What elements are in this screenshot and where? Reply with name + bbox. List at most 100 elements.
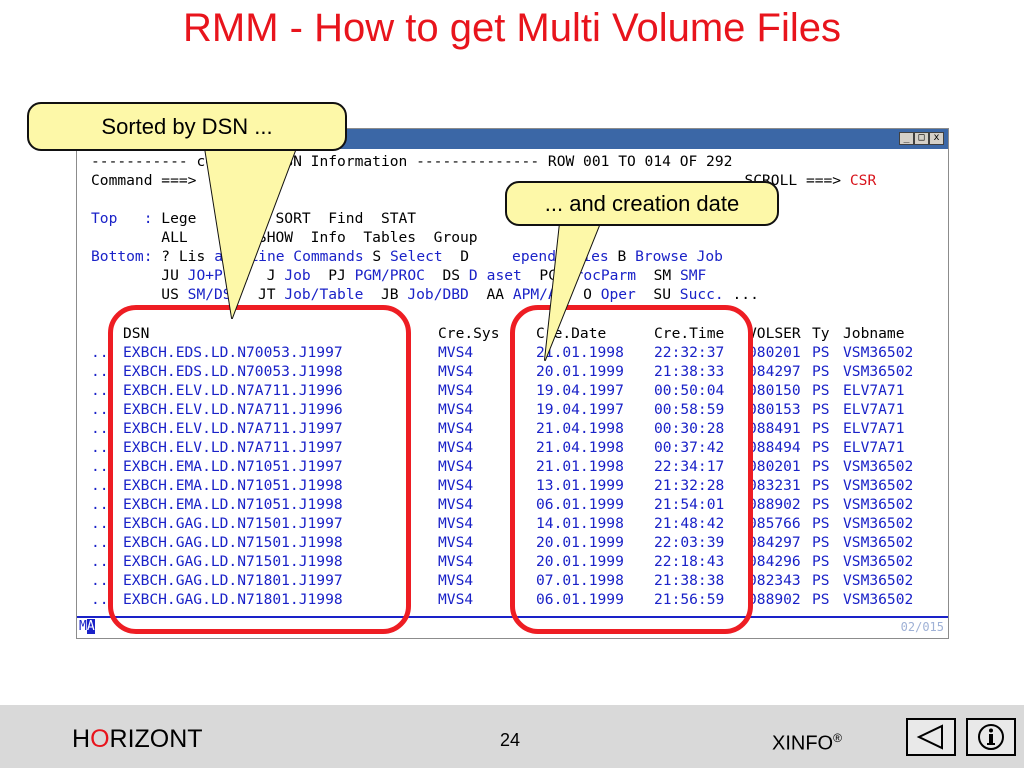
cell-cre-date: 21.04.1998 <box>536 439 624 456</box>
cell-ty: PS <box>812 382 830 399</box>
row-line-command[interactable]: .. <box>91 382 109 399</box>
cell-dsn[interactable]: EXBCH.ELV.LD.N7A711.J1996 <box>123 401 343 418</box>
row-line-command[interactable]: .. <box>91 496 109 513</box>
callout-sorted-by-dsn: Sorted by DSN ... <box>27 102 347 151</box>
cell-dsn[interactable]: EXBCH.GAG.LD.N71501.J1997 <box>123 515 343 532</box>
b3-j: A <box>495 286 513 303</box>
cell-dsn[interactable]: EXBCH.EDS.LD.N70053.J1997 <box>123 344 343 361</box>
cell-cre-sys: MVS4 <box>438 363 474 380</box>
cell-dsn[interactable]: EXBCH.ELV.LD.N7A711.J1996 <box>123 382 343 399</box>
cell-ty: PS <box>812 496 830 513</box>
b3-e[interactable]: Job/Table <box>284 286 364 303</box>
b3-m[interactable]: Oper <box>600 286 636 303</box>
cell-dsn[interactable]: EXBCH.EMA.LD.N71051.J1998 <box>123 477 343 494</box>
bottom-label: Bottom: <box>91 248 162 265</box>
bottom-browse-job[interactable]: Browse Job <box>635 248 723 265</box>
b3-l: O <box>565 286 601 303</box>
cell-cre-date: 07.01.1998 <box>536 572 624 589</box>
row-line-command[interactable]: .. <box>91 420 109 437</box>
row-line-command[interactable]: .. <box>91 439 109 456</box>
cell-jobname: VSM36502 <box>843 591 914 608</box>
cell-jobname: VSM36502 <box>843 496 914 513</box>
callout-creation-date: ... and creation date <box>505 181 779 226</box>
top-commands[interactable]: Lege SAVE SORT Find STAT <box>161 210 417 227</box>
b2-c[interactable]: +Proc <box>205 267 250 284</box>
b2-b[interactable]: JO <box>187 267 206 284</box>
cell-dsn[interactable]: EXBCH.GAG.LD.N71801.J1997 <box>123 572 343 589</box>
cell-dsn[interactable]: EXBCH.EMA.LD.N71051.J1997 <box>123 458 343 475</box>
status-mode: MA <box>79 619 95 634</box>
info-button[interactable] <box>966 718 1016 756</box>
cell-cre-sys: MVS4 <box>438 344 474 361</box>
cell-cre-sys: MVS4 <box>438 458 474 475</box>
row-line-command[interactable]: .. <box>91 477 109 494</box>
back-triangle-icon <box>916 724 943 750</box>
bottom-t7: B <box>608 248 636 265</box>
b2-l[interactable]: ProcParm <box>565 267 637 284</box>
cell-dsn[interactable]: EXBCH.GAG.LD.N71801.J1998 <box>123 591 343 608</box>
cell-dsn[interactable]: EXBCH.ELV.LD.N7A711.J1997 <box>123 420 343 437</box>
cell-cre-time: 21:38:33 <box>654 363 725 380</box>
cell-volser: 085766 <box>748 515 801 532</box>
b2-e[interactable]: Job <box>284 267 311 284</box>
cell-volser: 084296 <box>748 553 801 570</box>
row-line-command[interactable]: .. <box>91 515 109 532</box>
b3-k[interactable]: APM/AA <box>512 286 566 303</box>
b2-i[interactable]: D <box>468 267 478 284</box>
row-line-command[interactable]: .. <box>91 363 109 380</box>
row-line-command[interactable]: .. <box>91 591 109 608</box>
b2-k: PC <box>521 267 566 284</box>
col-cre-sys: Cre.Sys <box>438 325 500 342</box>
cell-cre-sys: MVS4 <box>438 420 474 437</box>
cell-ty: PS <box>812 534 830 551</box>
row-line-command[interactable]: .. <box>91 553 109 570</box>
slide-title: RMM - How to get Multi Volume Files <box>183 6 841 50</box>
bottom-dependencies[interactable]: ependencies <box>512 248 609 265</box>
cell-cre-sys: MVS4 <box>438 591 474 608</box>
cell-dsn[interactable]: EXBCH.EMA.LD.N71051.J1998 <box>123 496 343 513</box>
bottom-select[interactable]: Select <box>389 248 443 265</box>
cell-ty: PS <box>812 344 830 361</box>
close-icon[interactable]: x <box>929 132 944 145</box>
b2-j[interactable]: aset <box>486 267 522 284</box>
cell-cre-time: 22:03:39 <box>654 534 725 551</box>
row-line-command[interactable]: .. <box>91 572 109 589</box>
col-cre-time: Cre.Time <box>654 325 725 342</box>
minimize-icon[interactable]: _ <box>899 132 914 145</box>
top-commands-line-2[interactable]: ALL A SHOW Info Tables Group <box>91 229 478 246</box>
cell-dsn[interactable]: EXBCH.ELV.LD.N7A711.J1997 <box>123 439 343 456</box>
bottom-commands-line-3: US SM/DSN JT Job/Table JB Job/DBD AA APM… <box>91 285 759 304</box>
row-line-command[interactable]: .. <box>91 534 109 551</box>
b3-o[interactable]: Succ. <box>679 286 724 303</box>
cell-cre-date: 21.01.1998 <box>536 458 624 475</box>
cell-ty: PS <box>812 401 830 418</box>
status-position: 02/015 <box>900 620 944 634</box>
cell-dsn[interactable]: EXBCH.GAG.LD.N71501.J1998 <box>123 534 343 551</box>
cell-jobname: VSM36502 <box>843 458 914 475</box>
bottom-t2[interactable]: all Line Commands <box>214 248 364 265</box>
cell-jobname: VSM36502 <box>843 515 914 532</box>
maximize-icon[interactable]: □ <box>914 132 929 145</box>
row-line-command[interactable]: .. <box>91 344 109 361</box>
row-line-command[interactable]: .. <box>91 458 109 475</box>
cell-dsn[interactable]: EXBCH.GAG.LD.N71501.J1998 <box>123 553 343 570</box>
cell-jobname: ELV7A71 <box>843 439 905 456</box>
command-label: Command ===> <box>91 172 197 189</box>
b3-c[interactable]: /DSN <box>205 286 241 303</box>
row-line-command[interactable]: .. <box>91 401 109 418</box>
cell-volser: 088902 <box>748 496 801 513</box>
cell-jobname: VSM36502 <box>843 363 914 380</box>
b2-g[interactable]: PGM/PROC <box>354 267 425 284</box>
cell-volser: 082343 <box>748 572 801 589</box>
cell-dsn[interactable]: EXBCH.EDS.LD.N70053.J1998 <box>123 363 343 380</box>
cell-jobname: VSM36502 <box>843 477 914 494</box>
b3-i: A <box>486 286 496 303</box>
b2-n[interactable]: SMF <box>679 267 707 284</box>
cell-cre-time: 22:18:43 <box>654 553 725 570</box>
cell-cre-date: 20.01.1999 <box>536 363 624 380</box>
back-button[interactable] <box>906 718 956 756</box>
b3-b[interactable]: SM <box>187 286 206 303</box>
scroll-value[interactable]: CSR <box>849 172 877 189</box>
b3-g[interactable]: Job/DBD <box>407 286 469 303</box>
b3-f: JB <box>363 286 408 303</box>
